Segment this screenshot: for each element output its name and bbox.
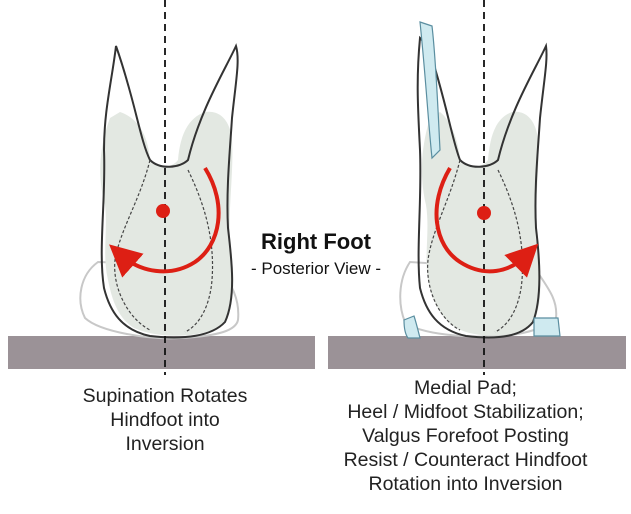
- diagram-subtitle: - Posterior View -: [226, 259, 406, 279]
- diagram-title: Right Foot: [246, 229, 386, 255]
- left-heel-shape: [100, 112, 233, 336]
- medial-pad-lower: [404, 316, 420, 338]
- right-caption-line: Valgus Forefoot Posting: [300, 424, 631, 448]
- right-caption: Medial Pad; Heel / Midfoot Stabilization…: [300, 376, 631, 496]
- right-caption-line: Resist / Counteract Hindfoot: [300, 448, 631, 472]
- ground-right: [328, 336, 626, 369]
- forefoot-posting: [534, 318, 560, 336]
- left-axis-dot: [156, 204, 170, 218]
- right-axis-dot: [477, 206, 491, 220]
- left-caption-line: Inversion: [30, 432, 300, 456]
- left-caption-line: Hindfoot into: [30, 408, 300, 432]
- left-foot: [80, 0, 238, 375]
- medial-pad: [420, 22, 440, 158]
- right-caption-line: Heel / Midfoot Stabilization;: [300, 400, 631, 424]
- ground-left: [8, 336, 315, 369]
- right-foot: [400, 0, 560, 375]
- left-caption-line: Supination Rotates: [30, 384, 300, 408]
- right-caption-line: Medial Pad;: [300, 376, 631, 400]
- right-caption-line: Rotation into Inversion: [300, 472, 631, 496]
- left-caption: Supination Rotates Hindfoot into Inversi…: [30, 384, 300, 456]
